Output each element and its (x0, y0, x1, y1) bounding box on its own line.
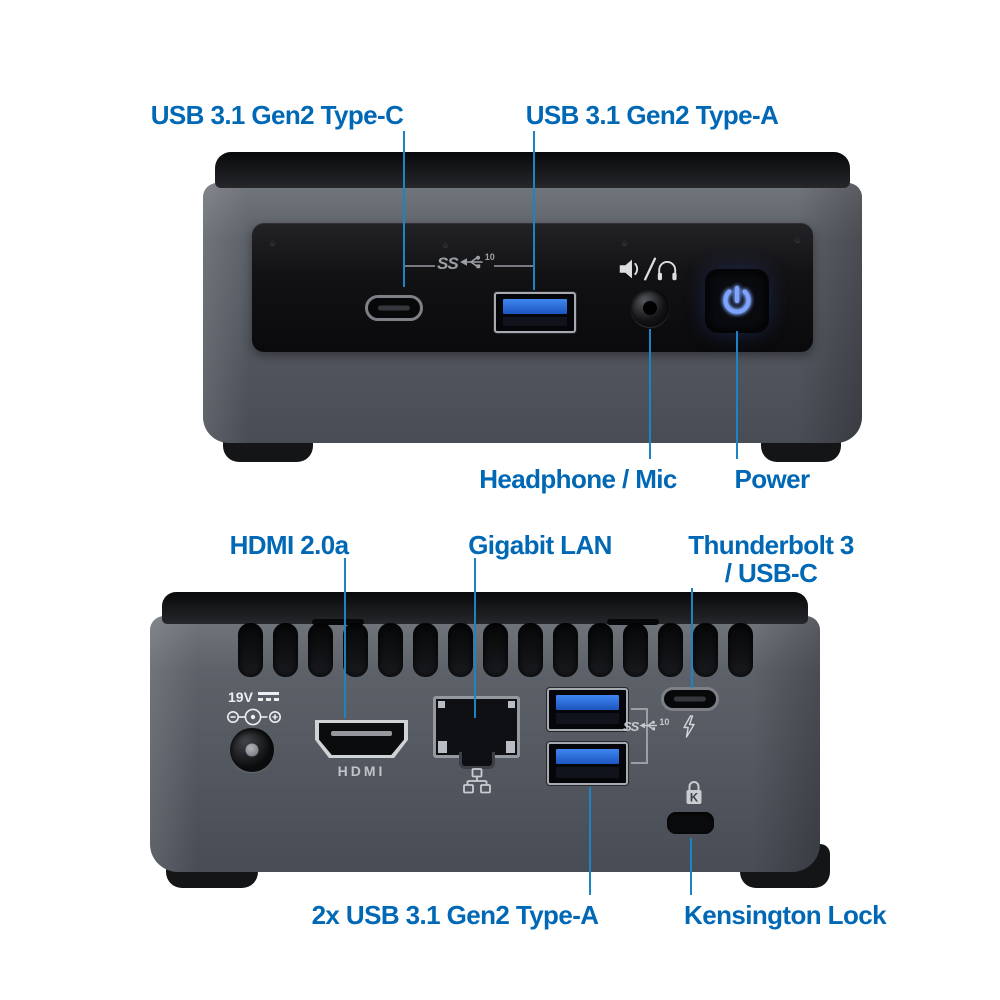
usb-trident-icon (639, 720, 658, 731)
usb-a-tongue (556, 749, 619, 764)
hdmi-port-inner (319, 723, 404, 755)
callout-line-headphone (649, 329, 651, 459)
dc-voltage-icon (257, 692, 279, 701)
screw-icon (622, 240, 627, 245)
dc-input-label: 19V (228, 690, 279, 704)
usb-ss10-logo-icon: SS 10 (623, 717, 670, 734)
front-view-device: SS 10 (203, 150, 862, 462)
callout-line-kensington (690, 838, 692, 895)
label-usb-type-a: USB 3.1 Gen2 Type-A (525, 100, 779, 130)
hdmi-logo-text: HDMI (337, 763, 386, 779)
label-usb-2x: 2x USB 3.1 Gen2 Type-A (311, 900, 599, 930)
label-hdmi: HDMI 2.0a (229, 530, 349, 560)
usb-a-slot (503, 317, 567, 326)
thunderbolt-icon (683, 715, 695, 738)
network-icon (463, 768, 491, 794)
vent-grill (238, 623, 753, 677)
kensington-lock-icon: K (686, 781, 702, 805)
usb-bracket-bottom (631, 762, 648, 764)
usb-a-port (494, 292, 576, 333)
lid-notch (312, 619, 364, 625)
hdmi-port (315, 720, 408, 758)
label-headphone-mic: Headphone / Mic (479, 464, 677, 494)
back-top-lid (162, 592, 808, 625)
kensington-lock-slot (667, 812, 714, 834)
ss10-bracket-left (405, 265, 435, 267)
callout-line-usb-2x (589, 787, 591, 895)
screw-icon (270, 240, 275, 245)
callout-line-usb-c (403, 131, 405, 287)
svg-text:K: K (690, 793, 699, 805)
usb-a-slot (556, 713, 619, 724)
usb-a-tongue (503, 299, 567, 314)
label-thunderbolt-line1: Thunderbolt 3 (688, 530, 854, 560)
label-gigabit-lan: Gigabit LAN (468, 530, 612, 560)
callout-line-hdmi (344, 558, 346, 718)
usb-a-port-bottom (547, 742, 628, 785)
label-power: Power (734, 464, 810, 494)
screw-icon (795, 237, 800, 242)
back-view-device: 19V HDMI (150, 592, 830, 888)
screw-icon (443, 242, 448, 247)
front-top-lid (215, 152, 850, 188)
callout-line-usb-a (533, 131, 535, 290)
usb-trident-icon (459, 255, 483, 269)
headphone-jack (631, 289, 669, 327)
label-thunderbolt-line2: / USB-C (724, 558, 818, 588)
usb-bracket-vertical (646, 708, 648, 764)
dc-power-jack (230, 728, 274, 772)
ss10-bracket-right (494, 265, 533, 267)
hdmi-contact-strip (331, 731, 392, 736)
callout-line-thunderbolt (691, 588, 693, 688)
power-icon (723, 285, 751, 314)
usb-a-tongue (556, 695, 619, 710)
ethernet-port (433, 696, 520, 769)
speaker-headset-icon (619, 257, 677, 281)
usb-bracket-top (631, 708, 648, 710)
rj45-clip (438, 701, 445, 708)
usb-c-port (365, 295, 423, 321)
rj45-clip (438, 741, 447, 753)
thunderbolt-usb-c-port (661, 687, 719, 711)
usb-a-port-top (547, 688, 628, 731)
rj45-latch (458, 752, 495, 769)
callout-line-power (736, 331, 738, 459)
front-io-panel: SS 10 (252, 223, 813, 352)
usb-a-slot (556, 767, 619, 778)
label-kensington-lock: Kensington Lock (684, 900, 887, 930)
callout-line-lan (474, 558, 476, 718)
lid-notch (607, 619, 659, 625)
power-button (708, 272, 766, 330)
label-usb-type-c: USB 3.1 Gen2 Type-C (150, 100, 404, 130)
rj45-clip (506, 741, 515, 753)
rj45-clip (508, 701, 515, 708)
dc-polarity-icon (227, 708, 281, 726)
usb-ss10-logo-icon: SS 10 (437, 252, 495, 273)
